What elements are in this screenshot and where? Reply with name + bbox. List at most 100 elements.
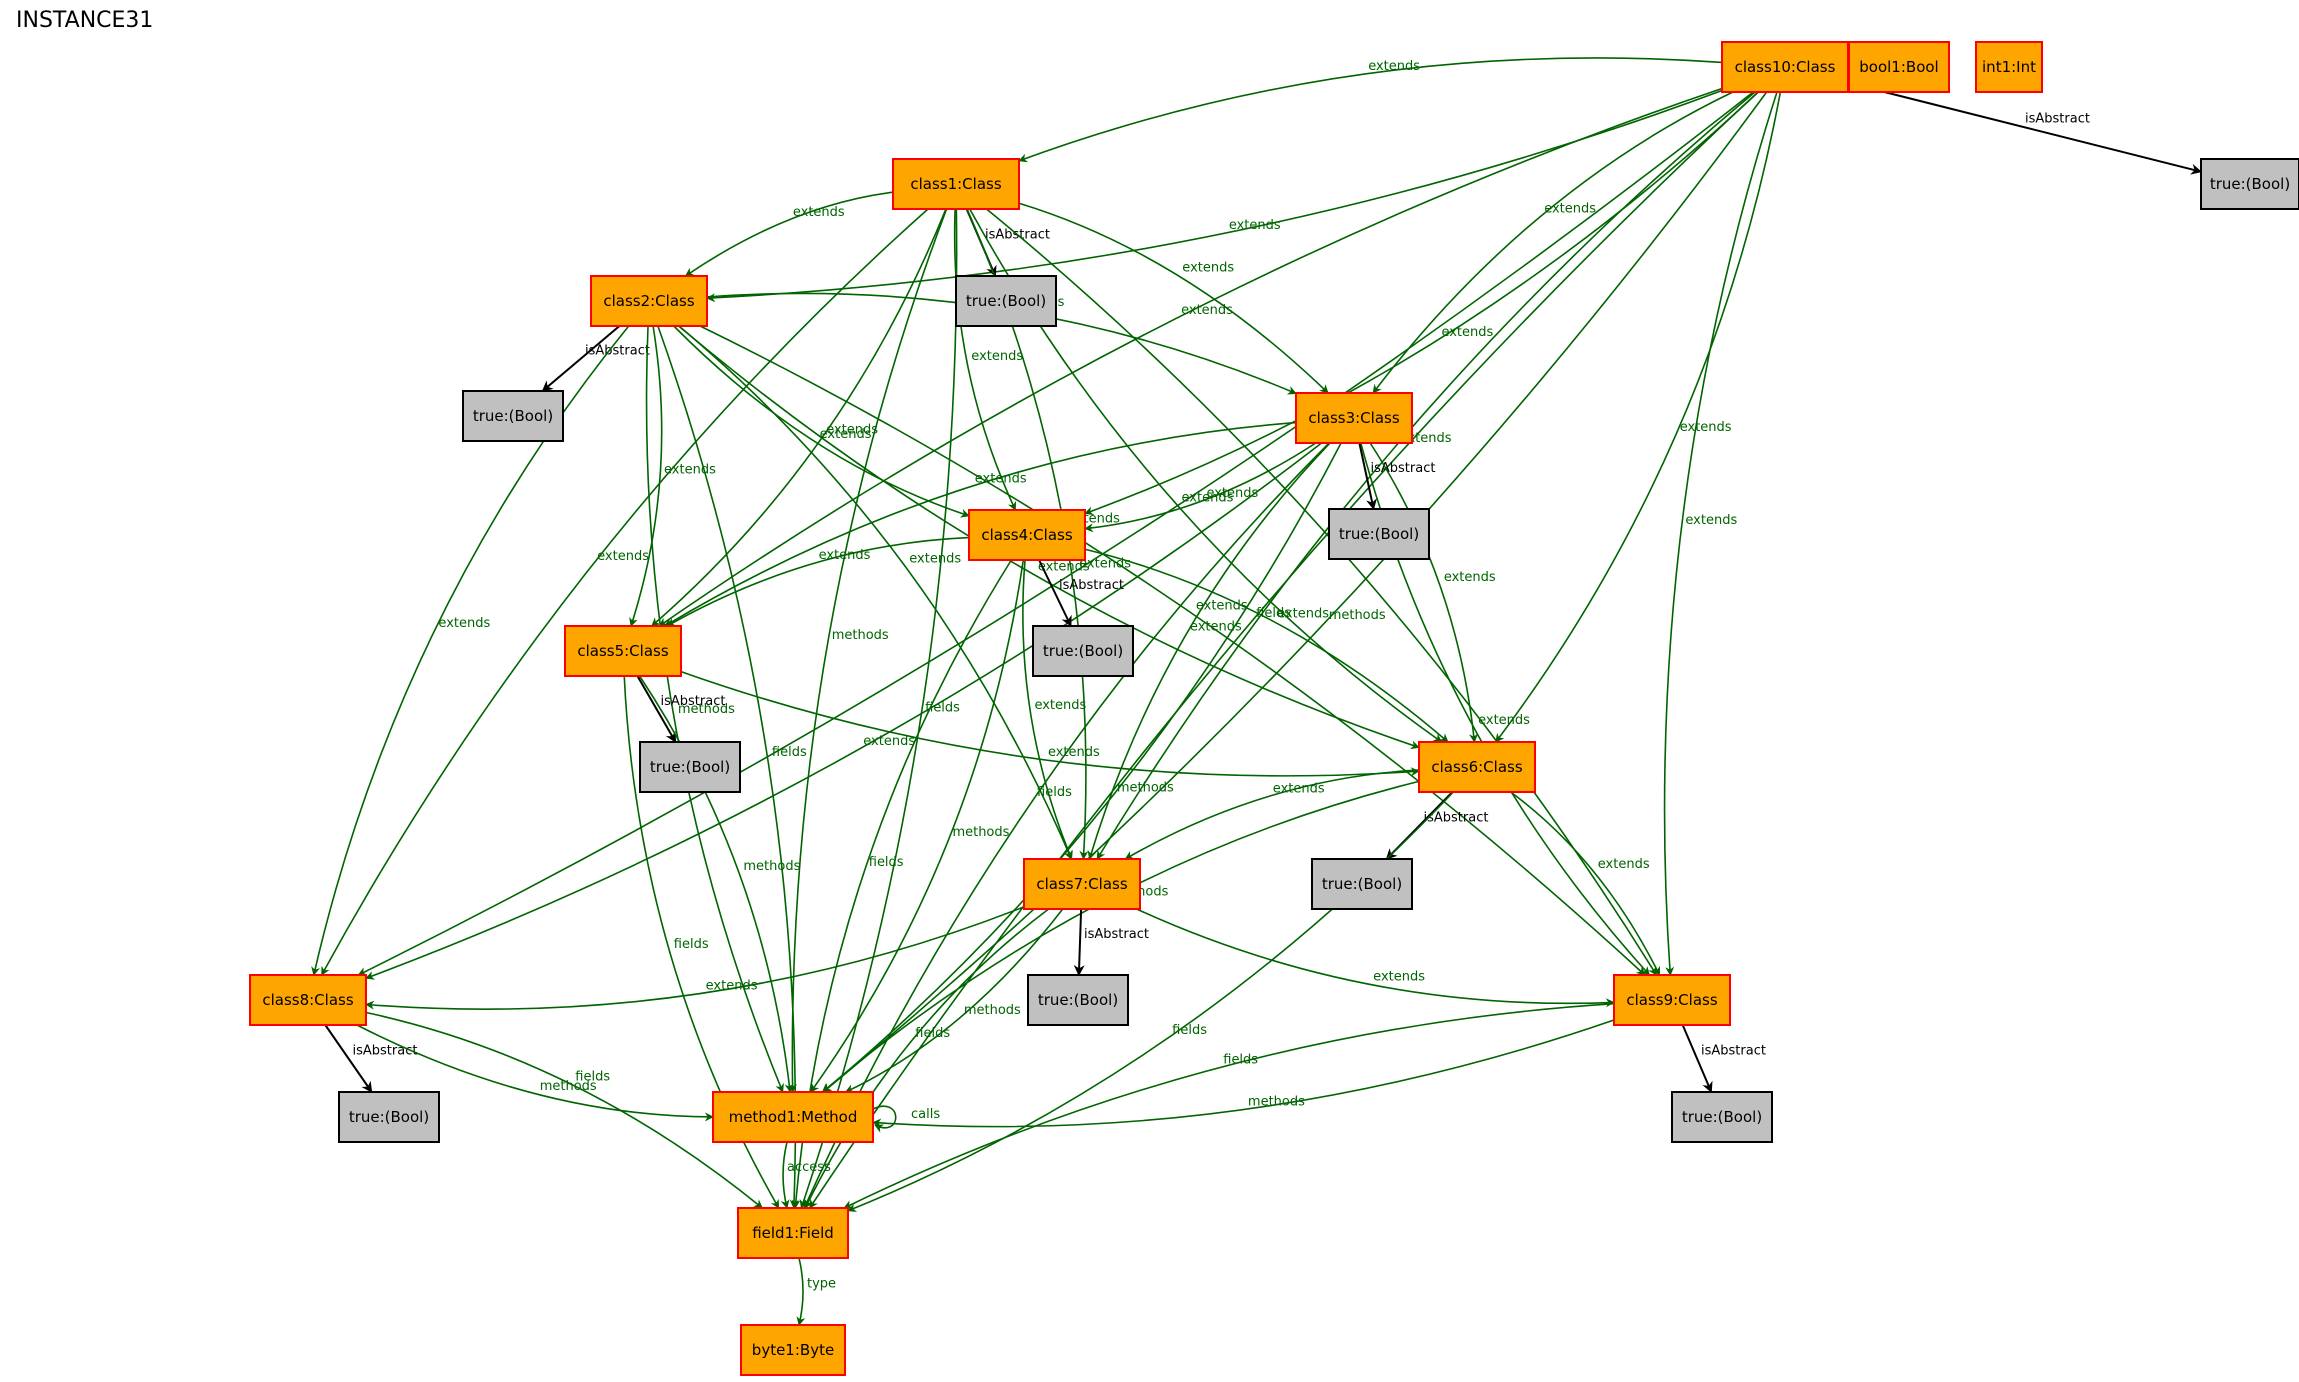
node-class9[interactable]: class9:Class [1613,974,1731,1026]
edge-label: methods [678,702,735,717]
node-box [892,158,1020,210]
edge-class2-method1: methods [645,325,784,1093]
node-t9[interactable]: true:(Bool) [1671,1091,1773,1143]
node-t8[interactable]: true:(Bool) [338,1091,440,1143]
node-box [737,1207,849,1259]
node-label: byte1:Byte [752,1341,834,1359]
node-t2[interactable]: true:(Bool) [462,390,564,442]
edge-label: methods [1329,608,1386,623]
edge-class10-class1: extends [1018,57,1723,163]
node-class6[interactable]: class6:Class [1418,741,1536,793]
node-label: class10:Class [1735,58,1836,76]
edge-class2-class6: extends [678,325,1420,750]
edge-line [822,442,1342,1093]
node-label: true:(Bool) [473,407,553,425]
node-box [712,1091,874,1143]
edge-line [1495,91,1782,743]
edge-line [788,208,948,1093]
edge-label: extends [826,422,878,437]
node-class3[interactable]: class3:Class [1295,392,1413,444]
node-method1[interactable]: method1:Method [712,1091,874,1143]
node-class7[interactable]: class7:Class [1023,858,1141,910]
node-box [1848,41,1950,93]
node-class4[interactable]: class4:Class [968,509,1086,561]
node-label: class9:Class [1626,991,1717,1009]
node-box [1023,858,1141,910]
edge-line [1084,548,1449,743]
node-box [1295,392,1413,444]
node-box [1613,974,1731,1026]
node-bool1[interactable]: bool1:Bool [1848,41,1950,93]
edge-label: fields [1037,785,1072,800]
edge-label: extends [706,978,758,993]
edge-class3-t3: isAbstract [1358,442,1435,511]
edge-label: extends [664,463,716,478]
node-t6[interactable]: true:(Bool) [1311,858,1413,910]
edge-class2-field1: fields [657,325,807,1209]
node-box [955,275,1057,327]
edge-label: extends [1598,857,1650,872]
edge-class4-t4: isAbstract [1038,559,1124,627]
edge-label: fields [674,937,709,952]
node-int1[interactable]: int1:Int [1975,41,2043,93]
node-class8[interactable]: class8:Class [249,974,367,1026]
edge-class1-method1: methods [788,208,948,1093]
edge-label: extends [1368,59,1420,74]
edge-method1-field1: access [780,1141,831,1209]
edge-line [365,906,1025,1010]
edge-class2-class7: extends [678,325,1073,860]
edge-class4-class7: extends [1022,559,1087,860]
node-class1[interactable]: class1:Class [892,158,1020,210]
node-byte1[interactable]: byte1:Byte [740,1324,846,1376]
edge-line [810,559,1025,1093]
node-box [1418,741,1536,793]
edge-line [311,325,630,976]
edge-label: methods [964,1003,1021,1018]
node-label: method1:Method [729,1108,858,1126]
edge-label: isAbstract [1424,811,1489,826]
node-box [2200,158,2299,210]
edge-class6-class7: extends [1124,769,1420,860]
node-box [1032,625,1134,677]
node-class10[interactable]: class10:Class [1721,41,1849,93]
node-t4[interactable]: true:(Bool) [1032,625,1134,677]
node-box [590,275,708,327]
edge-label: extends [597,549,649,564]
edge-class1-class5: extends [651,208,947,627]
edge-label: methods [952,825,1009,840]
edge-line [636,675,677,743]
node-t5[interactable]: true:(Bool) [639,741,741,793]
edge-line [651,208,947,627]
node-box [1975,41,2043,93]
edge-class8-field1: fields [365,1011,763,1209]
edge-line [953,208,1017,511]
edge-class3-class4: extends [1084,442,1317,533]
node-label: class4:Class [981,526,1072,544]
edge-label: extends [820,427,872,442]
edge-label: type [807,1277,836,1292]
edge-class10-class5: extends [658,87,1723,627]
node-field1[interactable]: field1:Field [737,1207,849,1259]
edge-label: extends [793,205,845,220]
node-label: true:(Bool) [349,1108,429,1126]
node-class5[interactable]: class5:Class [564,625,682,677]
edge-line [1084,442,1317,533]
node-t1[interactable]: true:(Bool) [955,275,1057,327]
edge-class10-method1: methods [822,91,1768,1093]
edge-class3-field1: fields [803,442,1330,1209]
edge-line [356,1024,714,1122]
node-t3[interactable]: true:(Bool) [1328,508,1430,560]
edge-line [1681,1024,1713,1094]
node-class2[interactable]: class2:Class [590,275,708,327]
node-t10[interactable]: true:(Bool) [2200,158,2299,210]
node-label: true:(Bool) [1043,642,1123,660]
edge-class10-field1: fields [808,91,1759,1209]
node-box [338,1091,440,1143]
edge-line [664,421,1297,627]
edge-class3-class6: extends [1369,442,1496,743]
edge-line [1372,91,1734,394]
node-t7[interactable]: true:(Bool) [1027,974,1129,1026]
edge-class3-class7: extends [1087,442,1331,860]
node-label: true:(Bool) [2210,175,2290,193]
edge-class5-t5: isAbstract [636,675,725,743]
